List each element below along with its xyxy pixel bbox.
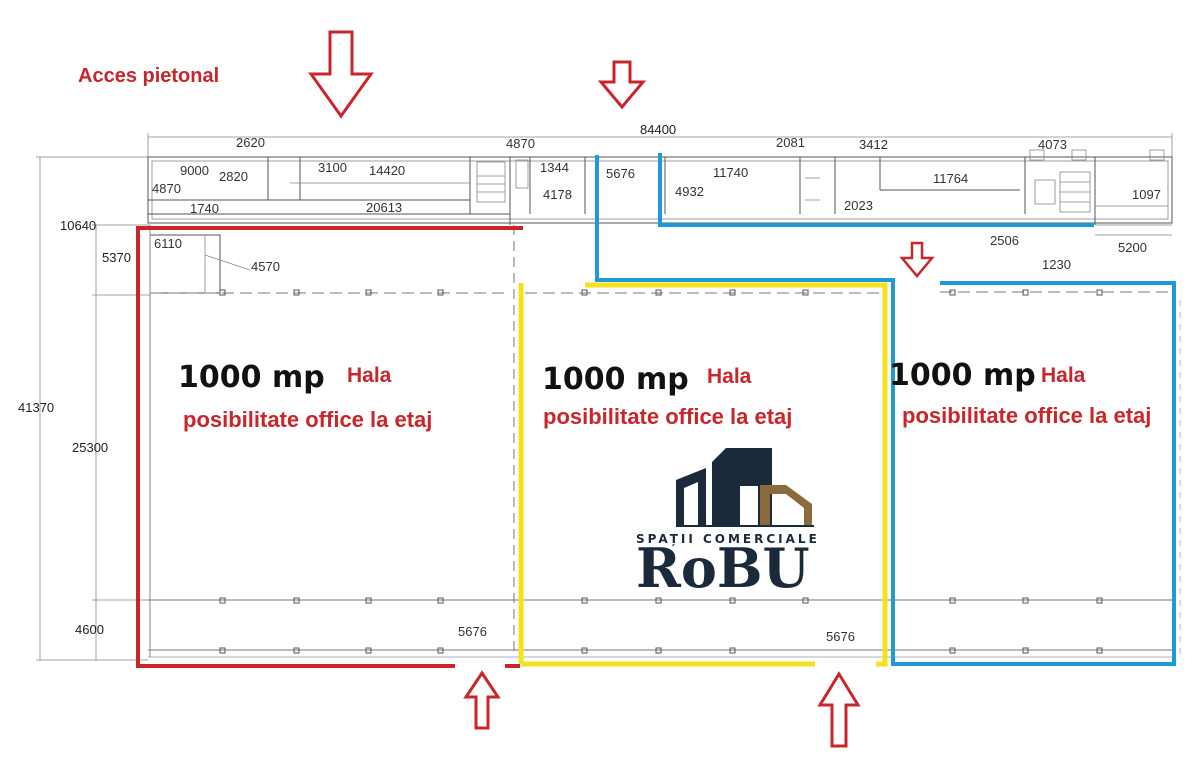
left-dimension-lines: 41370 10640 5370 25300 4600 [18, 156, 150, 661]
dim-upper: 10640 [60, 218, 96, 233]
unit-outline-blue [595, 153, 1176, 666]
dim-2506: 2506 [990, 233, 1019, 248]
dim-5676-bottom-right: 5676 [826, 629, 855, 644]
dim-11740: 11740 [713, 165, 748, 180]
dim-bottom: 4600 [75, 622, 104, 637]
overall-width-dim: 84400 [640, 122, 676, 137]
hall-1-area: 1000 mp [178, 360, 325, 395]
dim-5676-bottom-left: 5676 [458, 624, 487, 639]
dim-2620: 2620 [236, 135, 265, 150]
dim-hall: 25300 [72, 440, 108, 455]
hall-3-type: Hala [1041, 364, 1086, 387]
dim-total-height: 41370 [18, 400, 54, 415]
unit-outline-red [136, 226, 523, 668]
dim-20613: 20613 [366, 200, 402, 215]
dim-4178: 4178 [543, 187, 572, 202]
dim-11764: 11764 [933, 171, 968, 186]
robu-logo: SPAȚII COMERCIALE RoBU [636, 448, 820, 600]
hall-2-note: posibilitate office la etaj [543, 404, 792, 429]
dim-14420: 14420 [369, 163, 405, 178]
unit-outline-yellow [518, 282, 888, 667]
dim-1344: 1344 [540, 160, 569, 175]
dim-5676-top: 5676 [606, 166, 635, 181]
dim-1097: 1097 [1132, 187, 1161, 202]
office-dimension-labels: 2620 9000 2820 4870 3100 14420 1740 2061… [152, 135, 1161, 274]
dim-4570: 4570 [251, 259, 280, 274]
logo-buildings-icon [676, 448, 814, 527]
dim-2081: 2081 [776, 135, 805, 150]
hall-2-type: Hala [707, 365, 752, 388]
dim-4870-mid: 4870 [506, 136, 535, 151]
access-label: Acces pietonal [78, 65, 219, 87]
dim-4870-left: 4870 [152, 181, 181, 196]
hall-1-note: posibilitate office la etaj [183, 407, 432, 432]
hall-3-label: 1000 mp Hala posibilitate office la etaj [889, 358, 1151, 428]
logo-brand: RoBU [636, 536, 810, 600]
access-arrow-top-middle [597, 60, 647, 110]
dim-1740: 1740 [190, 201, 219, 216]
hall-2-area: 1000 mp [542, 362, 689, 397]
logo-tagline: SPAȚII COMERCIALE [636, 532, 820, 546]
dim-6110: 6110 [154, 236, 182, 251]
hall-2-label: 1000 mp Hala posibilitate office la etaj [542, 362, 792, 429]
hall-1-label: 1000 mp Hala posibilitate office la etaj [178, 360, 432, 432]
dim-1230: 1230 [1042, 257, 1071, 272]
access-arrow-top-left [308, 30, 374, 119]
access-arrow-middle-right [899, 241, 935, 278]
hall-1-type: Hala [347, 364, 392, 387]
dim-3100: 3100 [318, 160, 347, 175]
dim-5200: 5200 [1118, 240, 1147, 255]
dim-2023: 2023 [844, 198, 873, 213]
dim-2820: 2820 [219, 169, 248, 184]
access-arrow-bottom-left [463, 670, 501, 730]
overall-dimension: 84400 [147, 122, 1173, 160]
dim-4073: 4073 [1038, 137, 1067, 152]
dim-office-block: 5370 [102, 250, 131, 265]
column-grid [148, 225, 1181, 658]
dim-3412: 3412 [859, 137, 888, 152]
dim-9000: 9000 [180, 163, 209, 178]
access-arrow-bottom-right [817, 671, 861, 748]
dim-4932: 4932 [675, 184, 704, 199]
hall-3-note: posibilitate office la etaj [902, 403, 1151, 428]
hall-3-area: 1000 mp [889, 358, 1036, 393]
